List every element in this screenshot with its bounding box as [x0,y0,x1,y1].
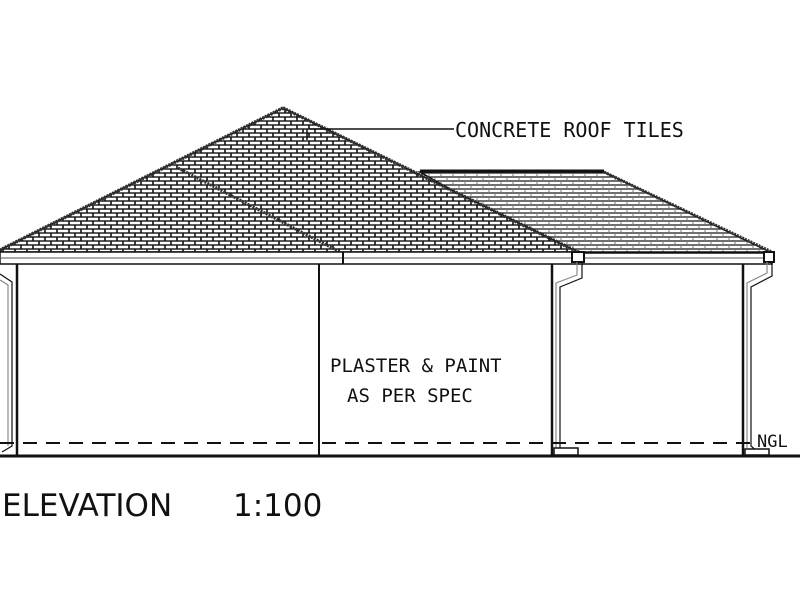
roof-annotation: CONCRETE ROOF TILES [455,118,684,142]
downpipe-left [0,273,13,453]
wall-annotation-line2: AS PER SPEC [347,385,473,407]
fascia [0,251,775,265]
ground-lines [0,442,800,458]
ngl-label: NGL [757,432,788,452]
wall-annotation-line1: PLASTER & PAINT [330,355,502,377]
drawing-scale: 1:100 [233,488,322,524]
walls [15,264,745,456]
downpipe-right [744,262,773,456]
downpipe-middle [553,262,583,456]
main-roof [0,106,579,254]
drawing-title: ELEVATION [2,488,172,524]
